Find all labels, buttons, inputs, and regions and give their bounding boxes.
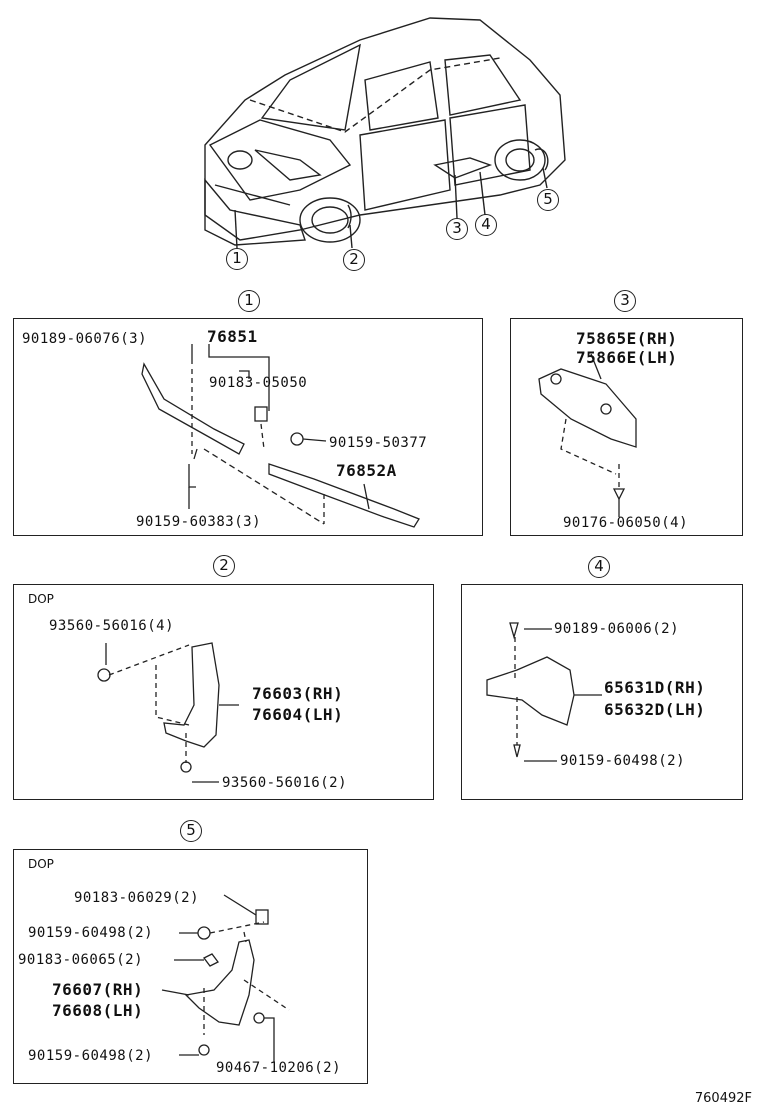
- part-76608-LH: 76608(LH): [52, 1001, 144, 1020]
- car-overview-drawing: [204, 17, 566, 249]
- part-90467-10206: 90467-10206(2): [216, 1060, 342, 1076]
- callout-1-header: 1: [238, 290, 260, 312]
- callout-3-header: 3: [614, 290, 636, 312]
- callout-5-header: 5: [180, 820, 202, 842]
- part-75866E-LH: 75866E(LH): [576, 348, 678, 367]
- part-65632D-LH: 65632D(LH): [604, 700, 706, 719]
- part-76604-LH: 76604(LH): [252, 705, 344, 724]
- callout-2-car: 2: [343, 249, 365, 271]
- callout-1-car: 1: [226, 248, 248, 270]
- part-76851: 76851: [207, 327, 258, 346]
- diagram-code: 760492F: [694, 1091, 752, 1106]
- part-76852A: 76852A: [336, 461, 397, 480]
- part-75865E-RH: 75865E(RH): [576, 329, 678, 348]
- part-76603-RH: 76603(RH): [252, 684, 344, 703]
- part-90159-60498-p4: 90159-60498(2): [560, 753, 686, 769]
- part-90183-06029: 90183-06029(2): [74, 890, 200, 906]
- part-90189-06076: 90189-06076(3): [22, 331, 148, 347]
- part-65631D-RH: 65631D(RH): [604, 678, 706, 697]
- callout-5-car: 5: [537, 189, 559, 211]
- part-93560-56016-2: 93560-56016(2): [222, 775, 348, 791]
- part-90183-06065: 90183-06065(2): [18, 952, 144, 968]
- callout-2-header: 2: [213, 555, 235, 577]
- part-93560-56016-4: 93560-56016(4): [49, 618, 175, 634]
- callout-4-header: 4: [588, 556, 610, 578]
- panel-front-mudguard: DOP 93560-56016(4) 76603(RH) 76604(LH) 9…: [13, 584, 434, 800]
- panel-rear-mudguard: DOP 90183-06029(2) 90159-60498(2) 90183-…: [13, 849, 368, 1084]
- part-90159-50377: 90159-50377: [329, 435, 428, 451]
- callout-3-car: 3: [446, 218, 468, 240]
- dop-label-5: DOP: [28, 857, 54, 871]
- part-90159-60383: 90159-60383(3): [136, 514, 262, 530]
- dop-label-2: DOP: [28, 592, 54, 606]
- part-90183-05050: 90183-05050: [209, 375, 308, 391]
- panel-side-step: 75865E(RH) 75866E(LH) 90176-06050(4): [510, 318, 743, 536]
- part-76607-RH: 76607(RH): [52, 980, 144, 999]
- panel-front-spoiler: 90189-06076(3) 76851 90183-05050 90159-5…: [13, 318, 483, 536]
- panel-rear-step: 90189-06006(2) 65631D(RH) 65632D(LH) 901…: [461, 584, 743, 800]
- part-90159-60498-a: 90159-60498(2): [28, 925, 154, 941]
- callout-4-car: 4: [475, 214, 497, 236]
- part-90189-06006: 90189-06006(2): [554, 621, 680, 637]
- part-90176-06050: 90176-06050(4): [563, 515, 689, 531]
- part-90159-60498-b: 90159-60498(2): [28, 1048, 154, 1064]
